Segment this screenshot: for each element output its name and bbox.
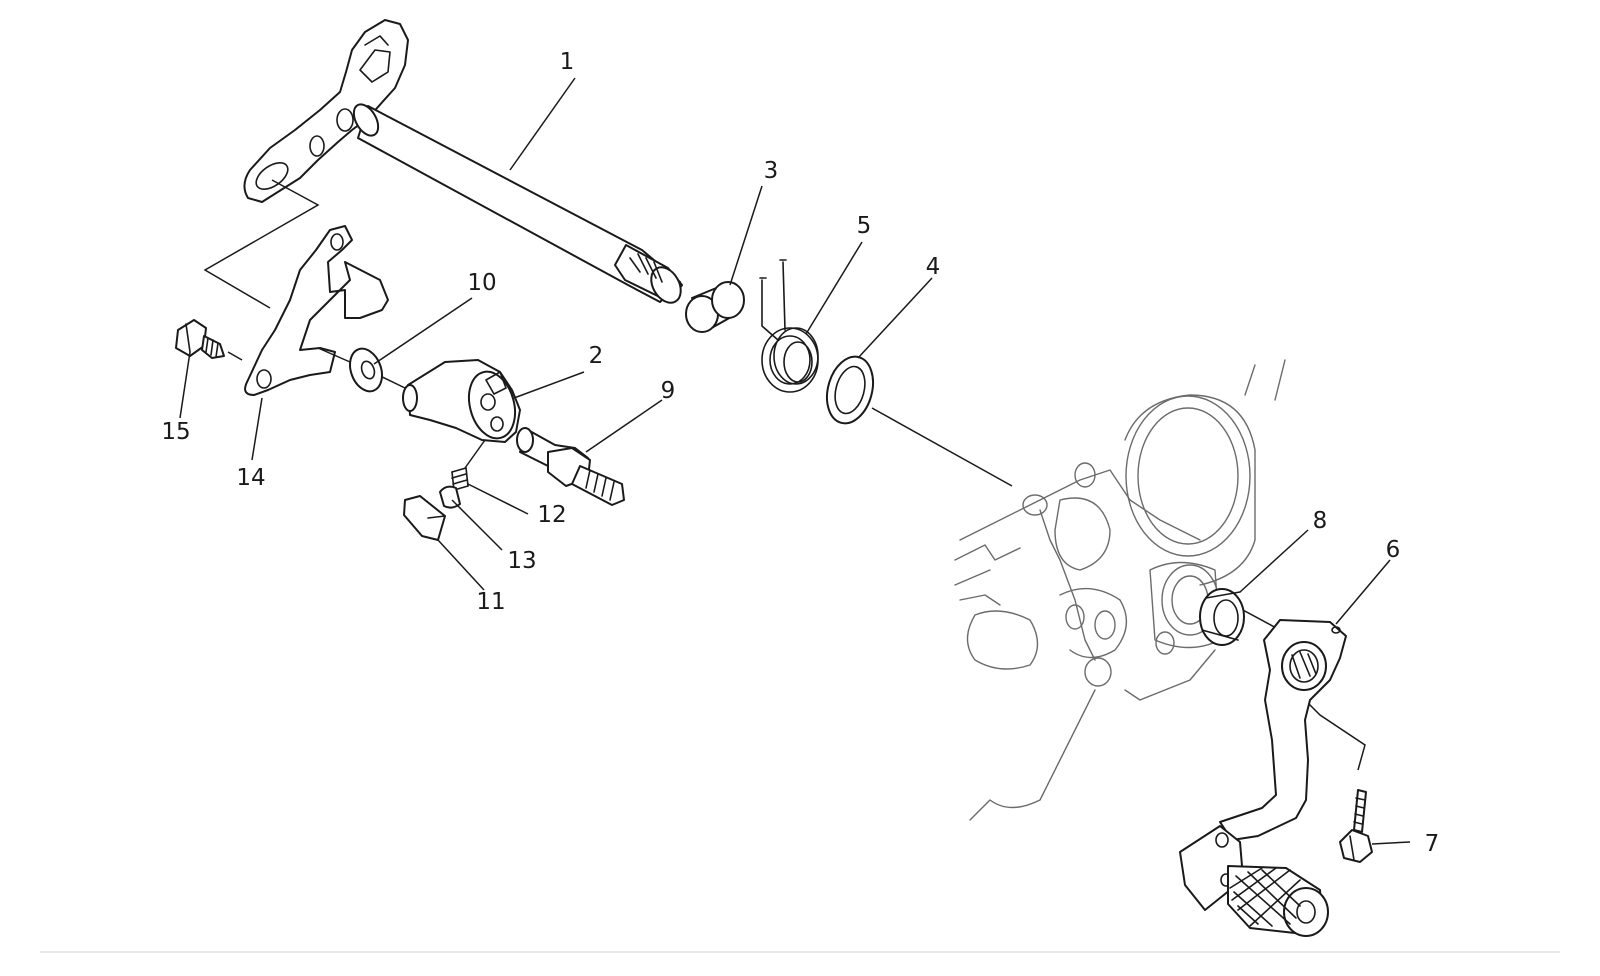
callout-4: 4: [926, 254, 941, 280]
callout-15: 15: [161, 419, 190, 445]
callout-leaders: [179, 77, 1411, 845]
part-8-oil-seal: [1199, 588, 1245, 646]
engine-casing-outline: [954, 359, 1286, 821]
callout-10: 10: [467, 270, 496, 296]
callout-1: 1: [560, 49, 575, 75]
part-14-shift-plate: [244, 225, 389, 396]
part-11-key: [403, 495, 446, 541]
part-3-bushing: [685, 281, 745, 333]
callout-14: 14: [236, 465, 265, 491]
callout-11: 11: [476, 589, 505, 615]
callout-3: 3: [764, 158, 779, 184]
callout-9: 9: [661, 378, 676, 404]
callout-5: 5: [857, 213, 872, 239]
callout-6: 6: [1386, 537, 1401, 563]
callout-2: 2: [589, 343, 604, 369]
callout-13: 13: [507, 548, 536, 574]
alignment-lines: [203, 179, 1366, 771]
part-12-spring: [451, 467, 469, 491]
part-2-drum-segment: [402, 359, 521, 443]
callout-8: 8: [1313, 508, 1328, 534]
part-9-stud-bolt: [516, 427, 625, 506]
part-15-bolt: [175, 319, 225, 359]
part-4-washer: [825, 355, 875, 425]
part-5-return-spring: [759, 259, 819, 393]
part-10-washer: [349, 347, 383, 393]
callout-12: 12: [537, 502, 566, 528]
part-6-gear-pedal: [1179, 619, 1347, 937]
callout-labels: 1 2 3 4 5 6 7 8 9 10 11 12 13 14 15: [161, 49, 1439, 857]
shift-shaft-assembly: [243, 19, 683, 304]
callout-7: 7: [1425, 831, 1440, 857]
part-7-pedal-bolt: [1339, 789, 1373, 863]
